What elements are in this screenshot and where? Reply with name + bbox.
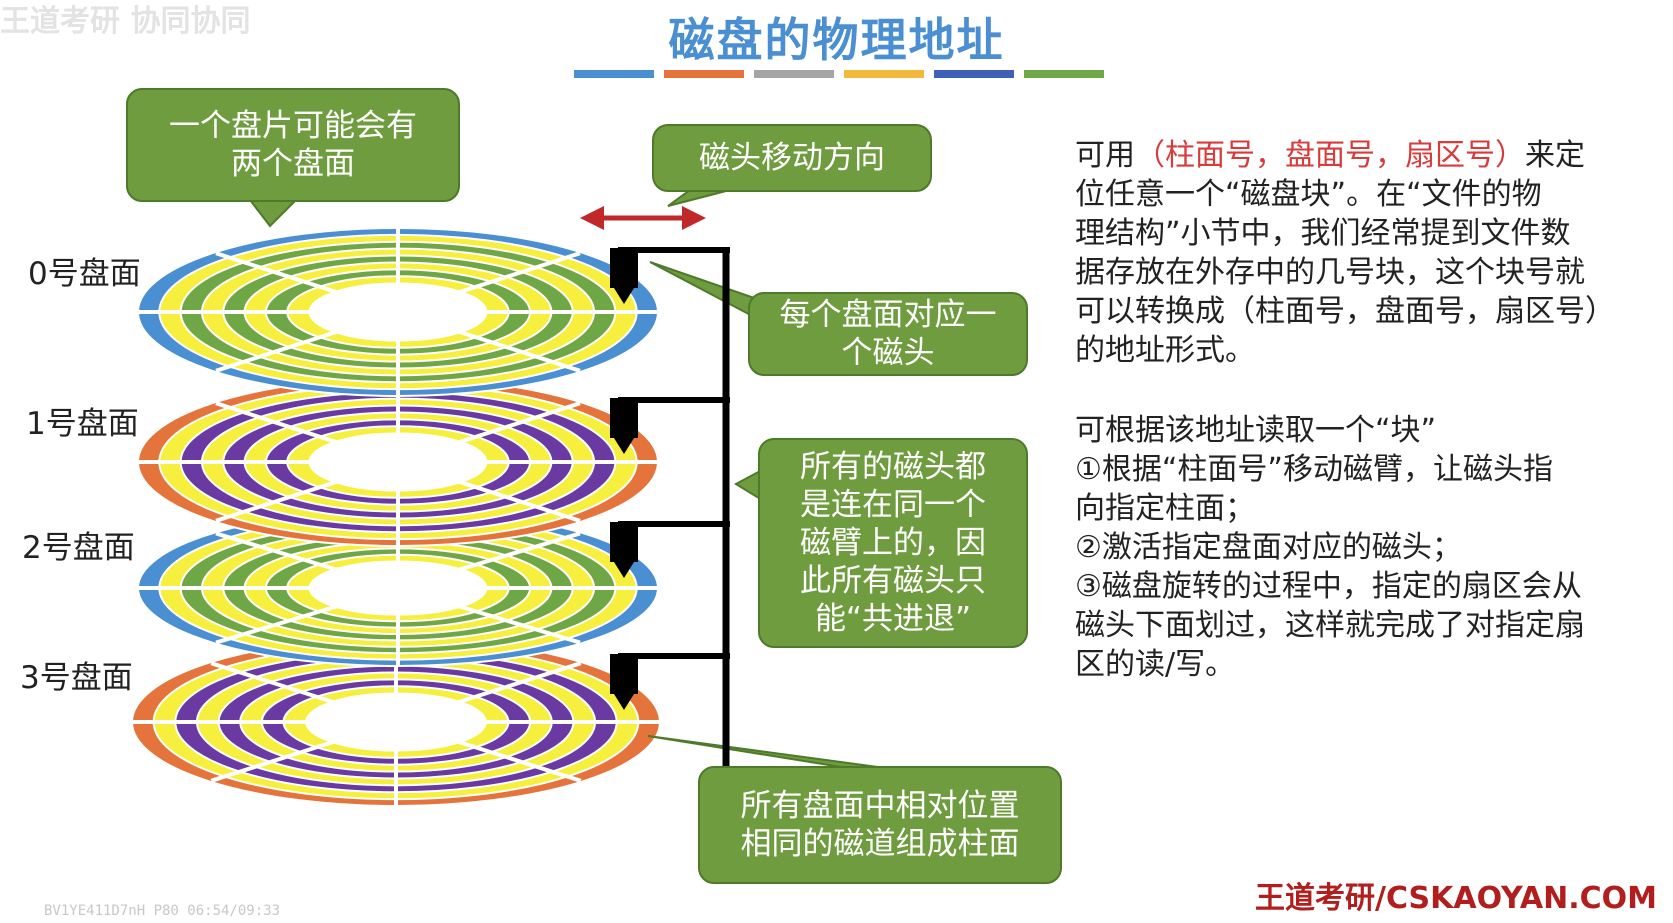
head-tip-3 [614, 694, 634, 710]
head-0 [610, 248, 638, 288]
platter-label-1: 1号盘面 [26, 406, 139, 442]
platter-label-3: 3号盘面 [20, 660, 133, 696]
tail-cylinder [647, 735, 901, 771]
address-tuple: （柱面号，盘面号，扇区号） [1135, 138, 1525, 173]
title-bar-0 [574, 70, 654, 78]
bubble-two-surfaces: 一个盘片可能会有 两个盘面 [126, 88, 460, 202]
bubble-same-arm: 所有的磁头都 是连在同一个 磁臂上的，因 此所有磁头只 能“共进退” [758, 438, 1028, 648]
bubble-head-direction: 磁头移动方向 [652, 124, 932, 192]
platter-label-0: 0号盘面 [28, 256, 141, 292]
brand-logo-text: 王道考研/CSKAOYAN.COM [1255, 881, 1657, 916]
tail-head-direction [667, 189, 731, 207]
explanation-paragraph-2: 可根据该地址读取一个“块” ①根据“柱面号”移动磁臂，让磁头指 向指定柱面； ②… [1075, 413, 1585, 682]
direction-arrow-right-head [682, 206, 706, 230]
platter-label-2: 2号盘面 [22, 530, 135, 566]
bubble-one-head-per-surface: 每个盘面对应一 个磁头 [748, 292, 1028, 376]
head-tip-0 [614, 288, 634, 304]
title-bar-5 [1024, 70, 1104, 78]
watermark: 王道考研 协同协同 [0, 4, 251, 39]
head-1 [610, 398, 638, 438]
platter-1-hole-cover [312, 434, 484, 490]
tail-one-head [649, 261, 761, 322]
platter-3-hole-cover [308, 694, 484, 750]
page-title: 磁盘的物理地址 [668, 13, 1005, 67]
video-meta: BV1YE411D7nH P80 06:54/09:33 [44, 903, 281, 919]
bubble-cylinder: 所有盘面中相对位置 相同的磁道组成柱面 [698, 766, 1062, 884]
platter-2-hole-cover [312, 562, 484, 614]
head-2 [610, 522, 638, 562]
title-bar-3 [844, 70, 924, 78]
title-underline-bars [574, 70, 1104, 78]
title-bar-4 [934, 70, 1014, 78]
head-3 [610, 654, 638, 694]
title-bar-1 [664, 70, 744, 78]
direction-arrow-left-head [580, 206, 604, 230]
platter-0-hole-cover [312, 284, 484, 340]
tail-two-surfaces [247, 199, 299, 228]
head-tip-1 [614, 438, 634, 454]
head-tip-2 [614, 562, 634, 578]
title-bar-2 [754, 70, 834, 78]
explanation-paragraph-1: 可用（柱面号，盘面号，扇区号）来定 位任意一个“磁盘块”。在“文件的物 理结构”… [1075, 138, 1615, 368]
